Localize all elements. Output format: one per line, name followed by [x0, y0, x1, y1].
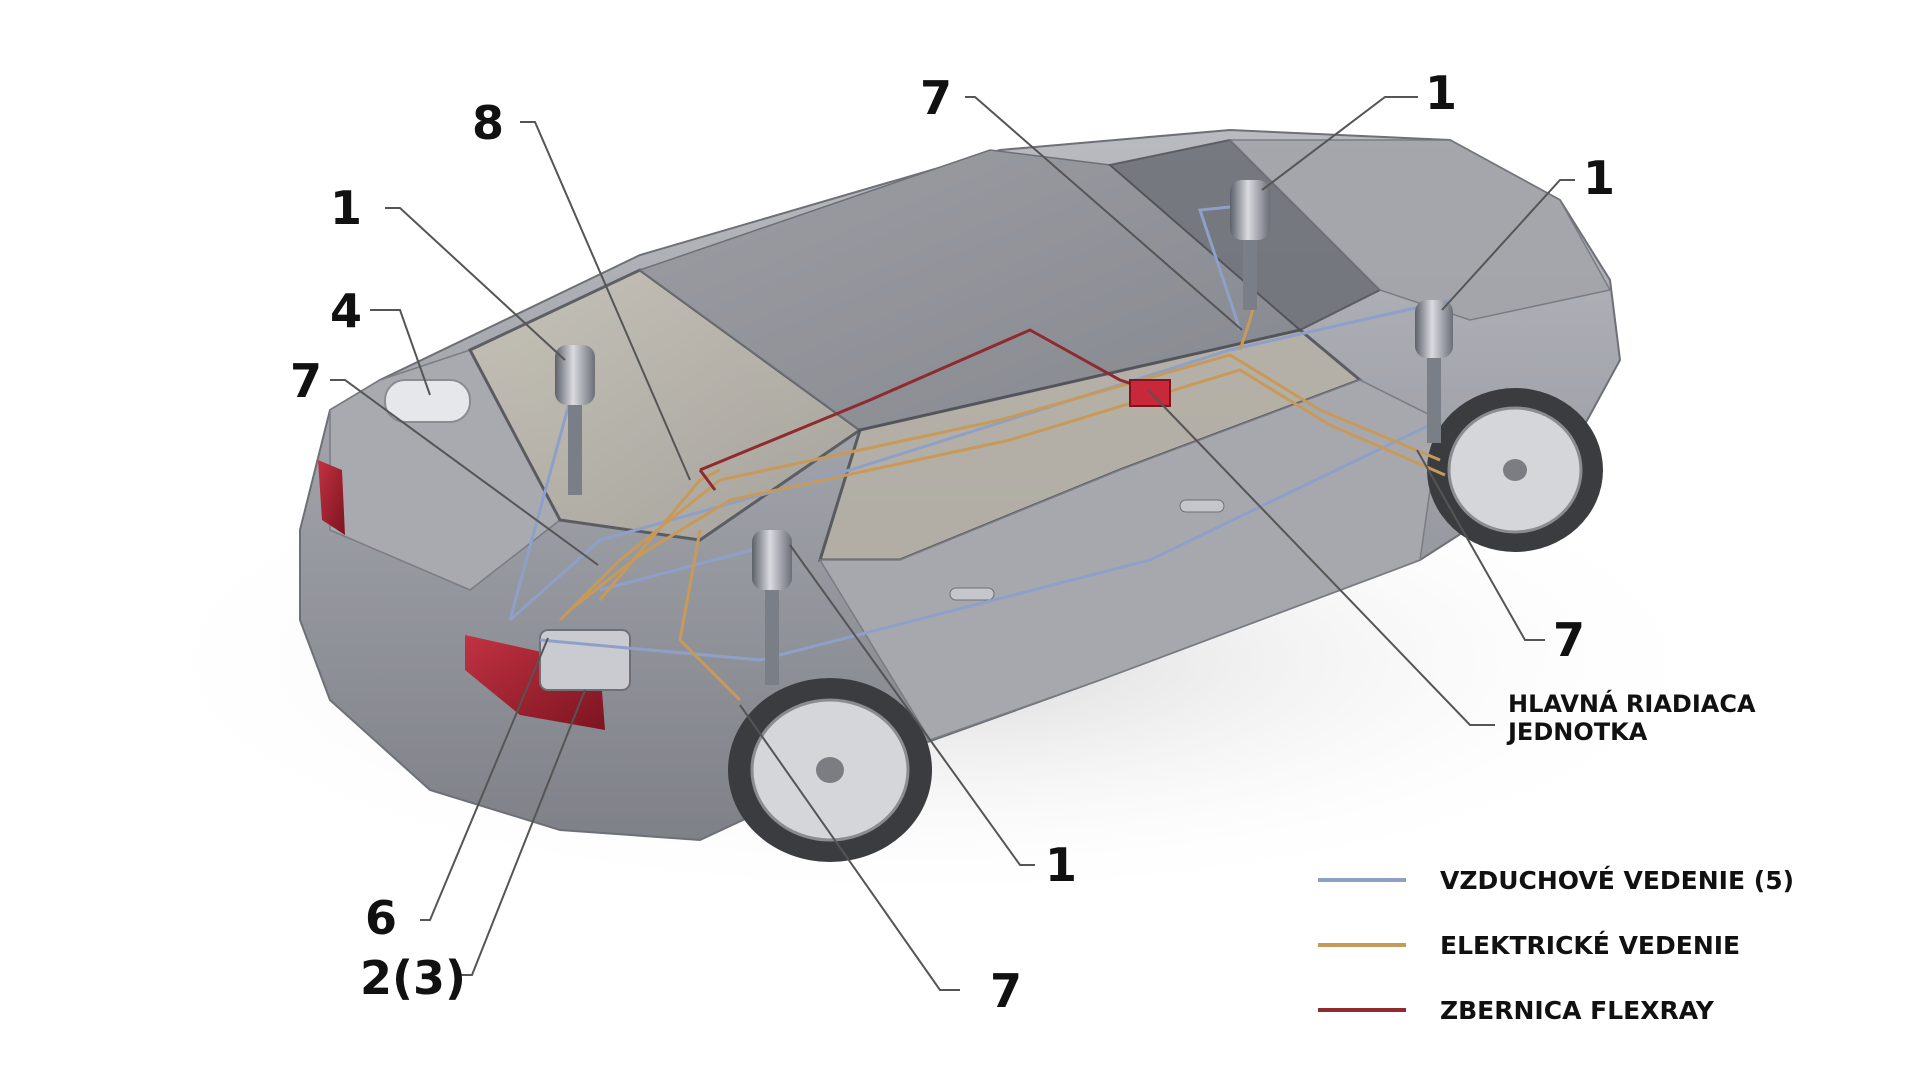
wheel-front [1427, 388, 1603, 552]
strut-front-right [1415, 300, 1453, 443]
callout-front-height-sensor-left: 7 [920, 71, 953, 125]
callout-pressure-reservoir: 4 [330, 284, 363, 338]
callout-lines [330, 96, 1575, 991]
callout-front-right-strut: 1 [1425, 66, 1458, 120]
ecu-label-line1: HLAVNÁ RIADIACA [1508, 690, 1756, 718]
pressure-reservoir-shape [384, 379, 471, 423]
hood [1228, 139, 1612, 321]
legend-label-electric: ELEKTRICKÉ VEDENIE [1440, 931, 1741, 960]
ecu-label-line2: JEDNOTKA [1508, 718, 1648, 746]
legend-swatch-flexray [1318, 1008, 1406, 1012]
strut-rear-right [752, 530, 792, 685]
callout-rear-right-strut: 1 [1045, 838, 1078, 892]
electric-lines [558, 299, 1446, 702]
callout-front-height-sensor-right: 7 [1553, 613, 1586, 667]
legend-swatch-air [1318, 878, 1406, 882]
callout-compressor: 2(3) [360, 951, 467, 1005]
legend-label-air: VZDUCHOVÉ VEDENIE (5) [1440, 866, 1795, 895]
legend-label-flexray: ZBERNICA FLEXRAY [1440, 996, 1714, 1025]
callout-rear-height-sensor-left: 7 [290, 354, 323, 408]
door-handle-rear [949, 587, 995, 601]
callout-control-component: 8 [472, 96, 505, 150]
callout-rear-height-sensor-right: 7 [990, 964, 1023, 1018]
compressor-shape [539, 629, 631, 691]
strut-front-left [1230, 180, 1270, 310]
ecu-label: HLAVNÁ RIADIACA JEDNOTKA [1508, 690, 1756, 746]
callout-front-left-strut: 1 [1583, 151, 1616, 205]
callout-rear-left-strut: 1 [330, 181, 363, 235]
tail-light-left [318, 460, 345, 535]
legend-swatch-electric [1318, 943, 1406, 947]
wheel-rear [728, 678, 932, 862]
callout-valve-block: 6 [365, 891, 398, 945]
door-handle-front [1179, 499, 1225, 513]
